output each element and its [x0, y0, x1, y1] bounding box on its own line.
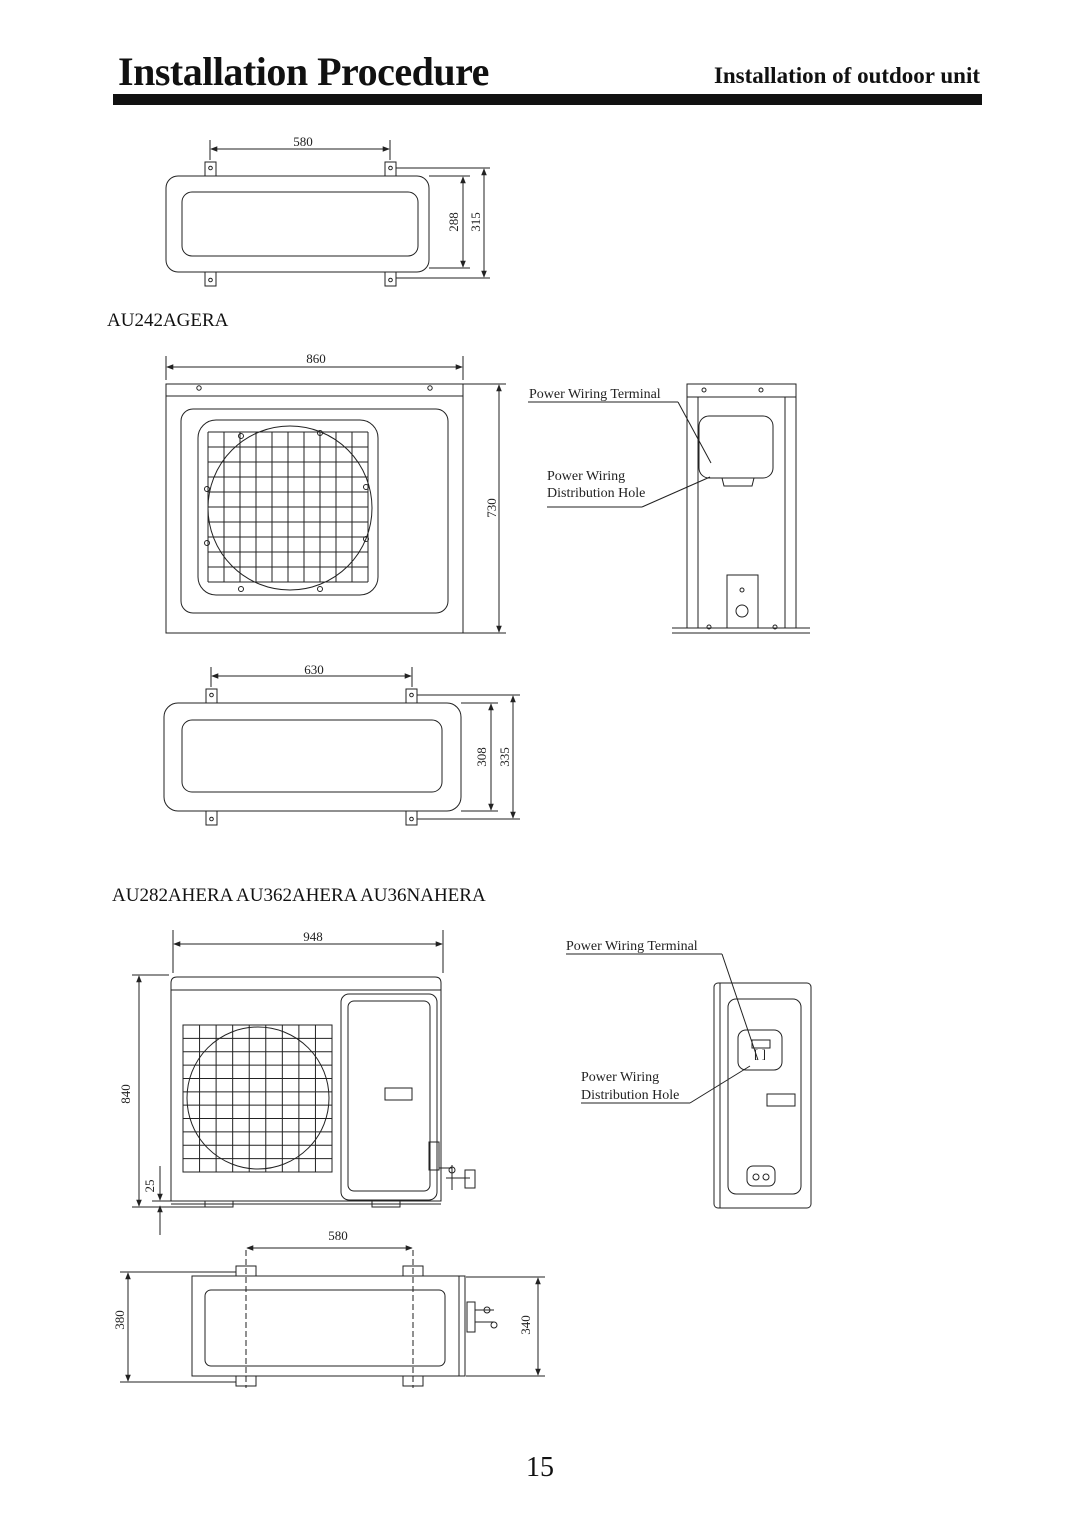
dim-335: 335	[497, 747, 512, 767]
front-view-au282-group: 948 840 25	[118, 929, 476, 1235]
dim-288: 288	[446, 212, 461, 232]
side-view-au282-group: [ ] Power Wiring Terminal Power Wiring D…	[566, 939, 812, 1209]
fan-guard-grid	[207, 431, 369, 583]
dim-860: 860	[306, 351, 326, 366]
base-plan-middle: 630 308 335	[163, 662, 520, 826]
dim-25: 25	[142, 1180, 157, 1193]
model-label-au242agera: AU242AGERA	[107, 310, 229, 331]
dim-580-top: 580	[293, 134, 313, 149]
callout-power-wiring-terminal-2: Power Wiring Terminal	[566, 939, 698, 954]
front-view-au242agera: 860 730	[165, 351, 506, 634]
base-plan-bottom: 580 380 340	[112, 1228, 545, 1388]
base-plan-top: 580 288 315	[165, 134, 490, 287]
side-view-au242agera: Power Wiring Terminal Power Wiring Distr…	[528, 383, 810, 634]
dim-730: 730	[484, 498, 499, 518]
page-title: Installation Procedure	[118, 49, 489, 94]
page-subtitle: Installation of outdoor unit	[713, 63, 980, 88]
dim-308: 308	[474, 747, 489, 767]
model-label-au282-group: AU282AHERA AU362AHERA AU36NAHERA	[112, 885, 486, 906]
callout-power-wiring-terminal-1: Power Wiring Terminal	[529, 387, 661, 402]
dim-840: 840	[118, 1084, 133, 1104]
fan-guard-grid-large	[182, 1024, 333, 1173]
dim-948: 948	[303, 929, 323, 944]
dim-580-bottom: 580	[328, 1228, 348, 1243]
header-rule	[113, 94, 982, 105]
svg-text:[ ]: [ ]	[754, 1046, 766, 1061]
callout-power-wiring-2: Power Wiring	[581, 1070, 659, 1085]
dim-630: 630	[304, 662, 324, 677]
page-number: 15	[526, 1452, 554, 1483]
dim-315: 315	[468, 212, 483, 232]
callout-distribution-hole-1: Distribution Hole	[547, 486, 645, 501]
callout-distribution-hole-2: Distribution Hole	[581, 1088, 679, 1103]
dim-380: 380	[112, 1310, 127, 1330]
callout-power-wiring-1: Power Wiring	[547, 469, 625, 484]
dim-340: 340	[518, 1315, 533, 1335]
